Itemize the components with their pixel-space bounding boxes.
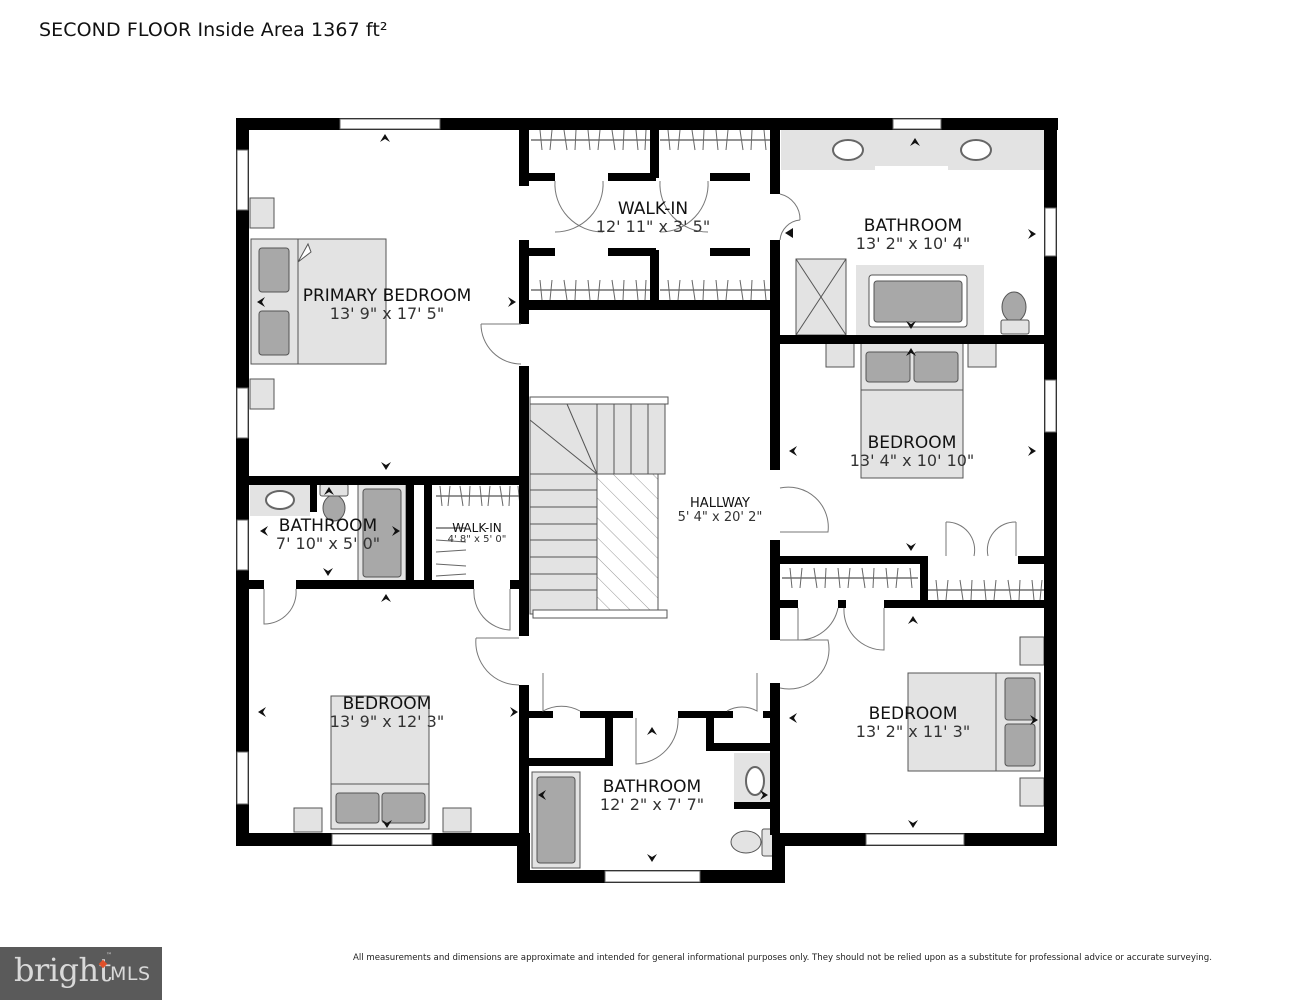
- window: [236, 751, 249, 805]
- window: [236, 519, 249, 571]
- fixtures: [249, 130, 1045, 869]
- sink-icon: [265, 490, 295, 510]
- exterior-wall-east: [1044, 118, 1057, 846]
- door-closet-east: [945, 521, 1017, 557]
- door-walk-in-small: [473, 588, 511, 631]
- door-closet-se: [797, 607, 885, 651]
- nightstand: [1019, 777, 1045, 807]
- nightstand: [1019, 636, 1045, 666]
- closet-hangers: [435, 129, 1043, 601]
- room-dimensions: 7' 10" x 5' 0": [275, 534, 381, 553]
- staircase: [529, 396, 669, 619]
- room-label-bedroom-southeast: BEDROOM 13' 2" x 11' 3": [856, 706, 970, 740]
- sink-icon: [832, 139, 864, 161]
- window: [339, 118, 441, 130]
- floor-title: SECOND FLOOR Inside Area 1367 ft²: [39, 19, 388, 41]
- room-label-primary-bedroom: PRIMARY BEDROOM 13' 9" x 17' 5": [303, 288, 472, 322]
- window: [236, 387, 249, 439]
- room-label-bathroom-hall: BATHROOM 12' 2" x 7' 7": [600, 779, 704, 813]
- room-dimensions: 5' 4" x 20' 2": [677, 510, 763, 525]
- room-name: WALK-IN: [617, 199, 689, 219]
- room-dimensions: 13' 9" x 17' 5": [329, 304, 445, 323]
- door-swings: [263, 180, 1017, 765]
- room-dimensions: 13' 2" x 11' 3": [855, 722, 971, 741]
- logo-suffix: MLS: [110, 963, 151, 985]
- sink-icon: [960, 139, 992, 161]
- window: [1044, 207, 1057, 257]
- room-dimensions: 4' 8" x 5' 0": [447, 534, 507, 545]
- exterior-wall-north: [236, 118, 1058, 130]
- nightstand: [249, 197, 275, 229]
- walls: [236, 118, 1058, 883]
- room-name: BATHROOM: [278, 516, 378, 536]
- bright-mls-logo: bright ™ MLS: [0, 947, 162, 1000]
- room-dimensions: 13' 4" x 10' 10": [849, 451, 975, 470]
- toilet-icon: [1001, 291, 1027, 323]
- window: [865, 833, 965, 846]
- door-west-bath: [263, 588, 297, 625]
- toilet-icon: [730, 830, 762, 854]
- room-name: PRIMARY BEDROOM: [302, 286, 472, 306]
- shower: [795, 258, 847, 336]
- window: [236, 149, 249, 211]
- room-label-bathroom-west: BATHROOM 7' 10" x 5' 0": [276, 518, 380, 552]
- room-name: HALLWAY: [690, 496, 750, 511]
- logo-tm: ™: [106, 952, 112, 959]
- room-label-hallway: HALLWAY 5' 4" x 20' 2": [678, 497, 763, 524]
- room-label-walk-in: WALK-IN 12' 11" x 3' 5": [596, 201, 710, 235]
- room-dimensions: 12' 11" x 3' 5": [595, 217, 711, 236]
- door-primary-bedroom: [480, 323, 522, 365]
- window: [892, 118, 942, 130]
- closet-rods: [436, 139, 1046, 591]
- nightstand: [442, 807, 472, 833]
- room-dimensions: 13' 2" x 10' 4": [855, 234, 971, 253]
- room-label-walk-in-small: WALK-IN 4' 8" x 5' 0": [448, 522, 507, 545]
- bed-primary: [250, 238, 387, 365]
- room-name: BATHROOM: [602, 777, 702, 797]
- room-name: BEDROOM: [867, 433, 957, 453]
- door-sw-bedroom: [475, 637, 520, 686]
- room-name: BEDROOM: [868, 704, 958, 724]
- bed-southeast: [907, 672, 1041, 772]
- room-name: BATHROOM: [863, 216, 963, 236]
- room-name: BEDROOM: [342, 694, 432, 714]
- bed-southwest: [330, 695, 430, 830]
- direction-markers: [257, 134, 1038, 862]
- door-east-bedroom: [779, 486, 829, 533]
- room-name: WALK-IN: [452, 521, 502, 535]
- nightstand: [825, 342, 855, 368]
- room-label-bedroom-east: BEDROOM 13' 4" x 10' 10": [850, 435, 975, 469]
- vanity-counter: [781, 130, 1044, 170]
- window: [1044, 379, 1057, 433]
- room-label-bedroom-southwest: BEDROOM 13' 9" x 12' 3": [330, 696, 444, 730]
- nightstand: [293, 807, 323, 833]
- window: [331, 833, 433, 846]
- windows: [236, 118, 1057, 883]
- room-label-primary-bathroom: BATHROOM 13' 2" x 10' 4": [856, 218, 970, 252]
- disclaimer: All measurements and dimensions are appr…: [353, 953, 1212, 963]
- nightstand: [967, 342, 997, 368]
- door-hall-closet-w: [542, 673, 581, 712]
- window: [604, 870, 701, 883]
- door-primary-bath: [779, 193, 801, 241]
- sink-icon: [745, 766, 765, 796]
- nightstand: [249, 378, 275, 410]
- door-hall-bath: [635, 717, 679, 765]
- door-hall-closet-e: [726, 673, 758, 712]
- logo-brand: bright: [14, 951, 111, 989]
- room-dimensions: 13' 9" x 12' 3": [329, 712, 445, 731]
- bed-east: [860, 342, 964, 479]
- room-dimensions: 12' 2" x 7' 7": [599, 795, 705, 814]
- door-se-bedroom: [779, 639, 830, 690]
